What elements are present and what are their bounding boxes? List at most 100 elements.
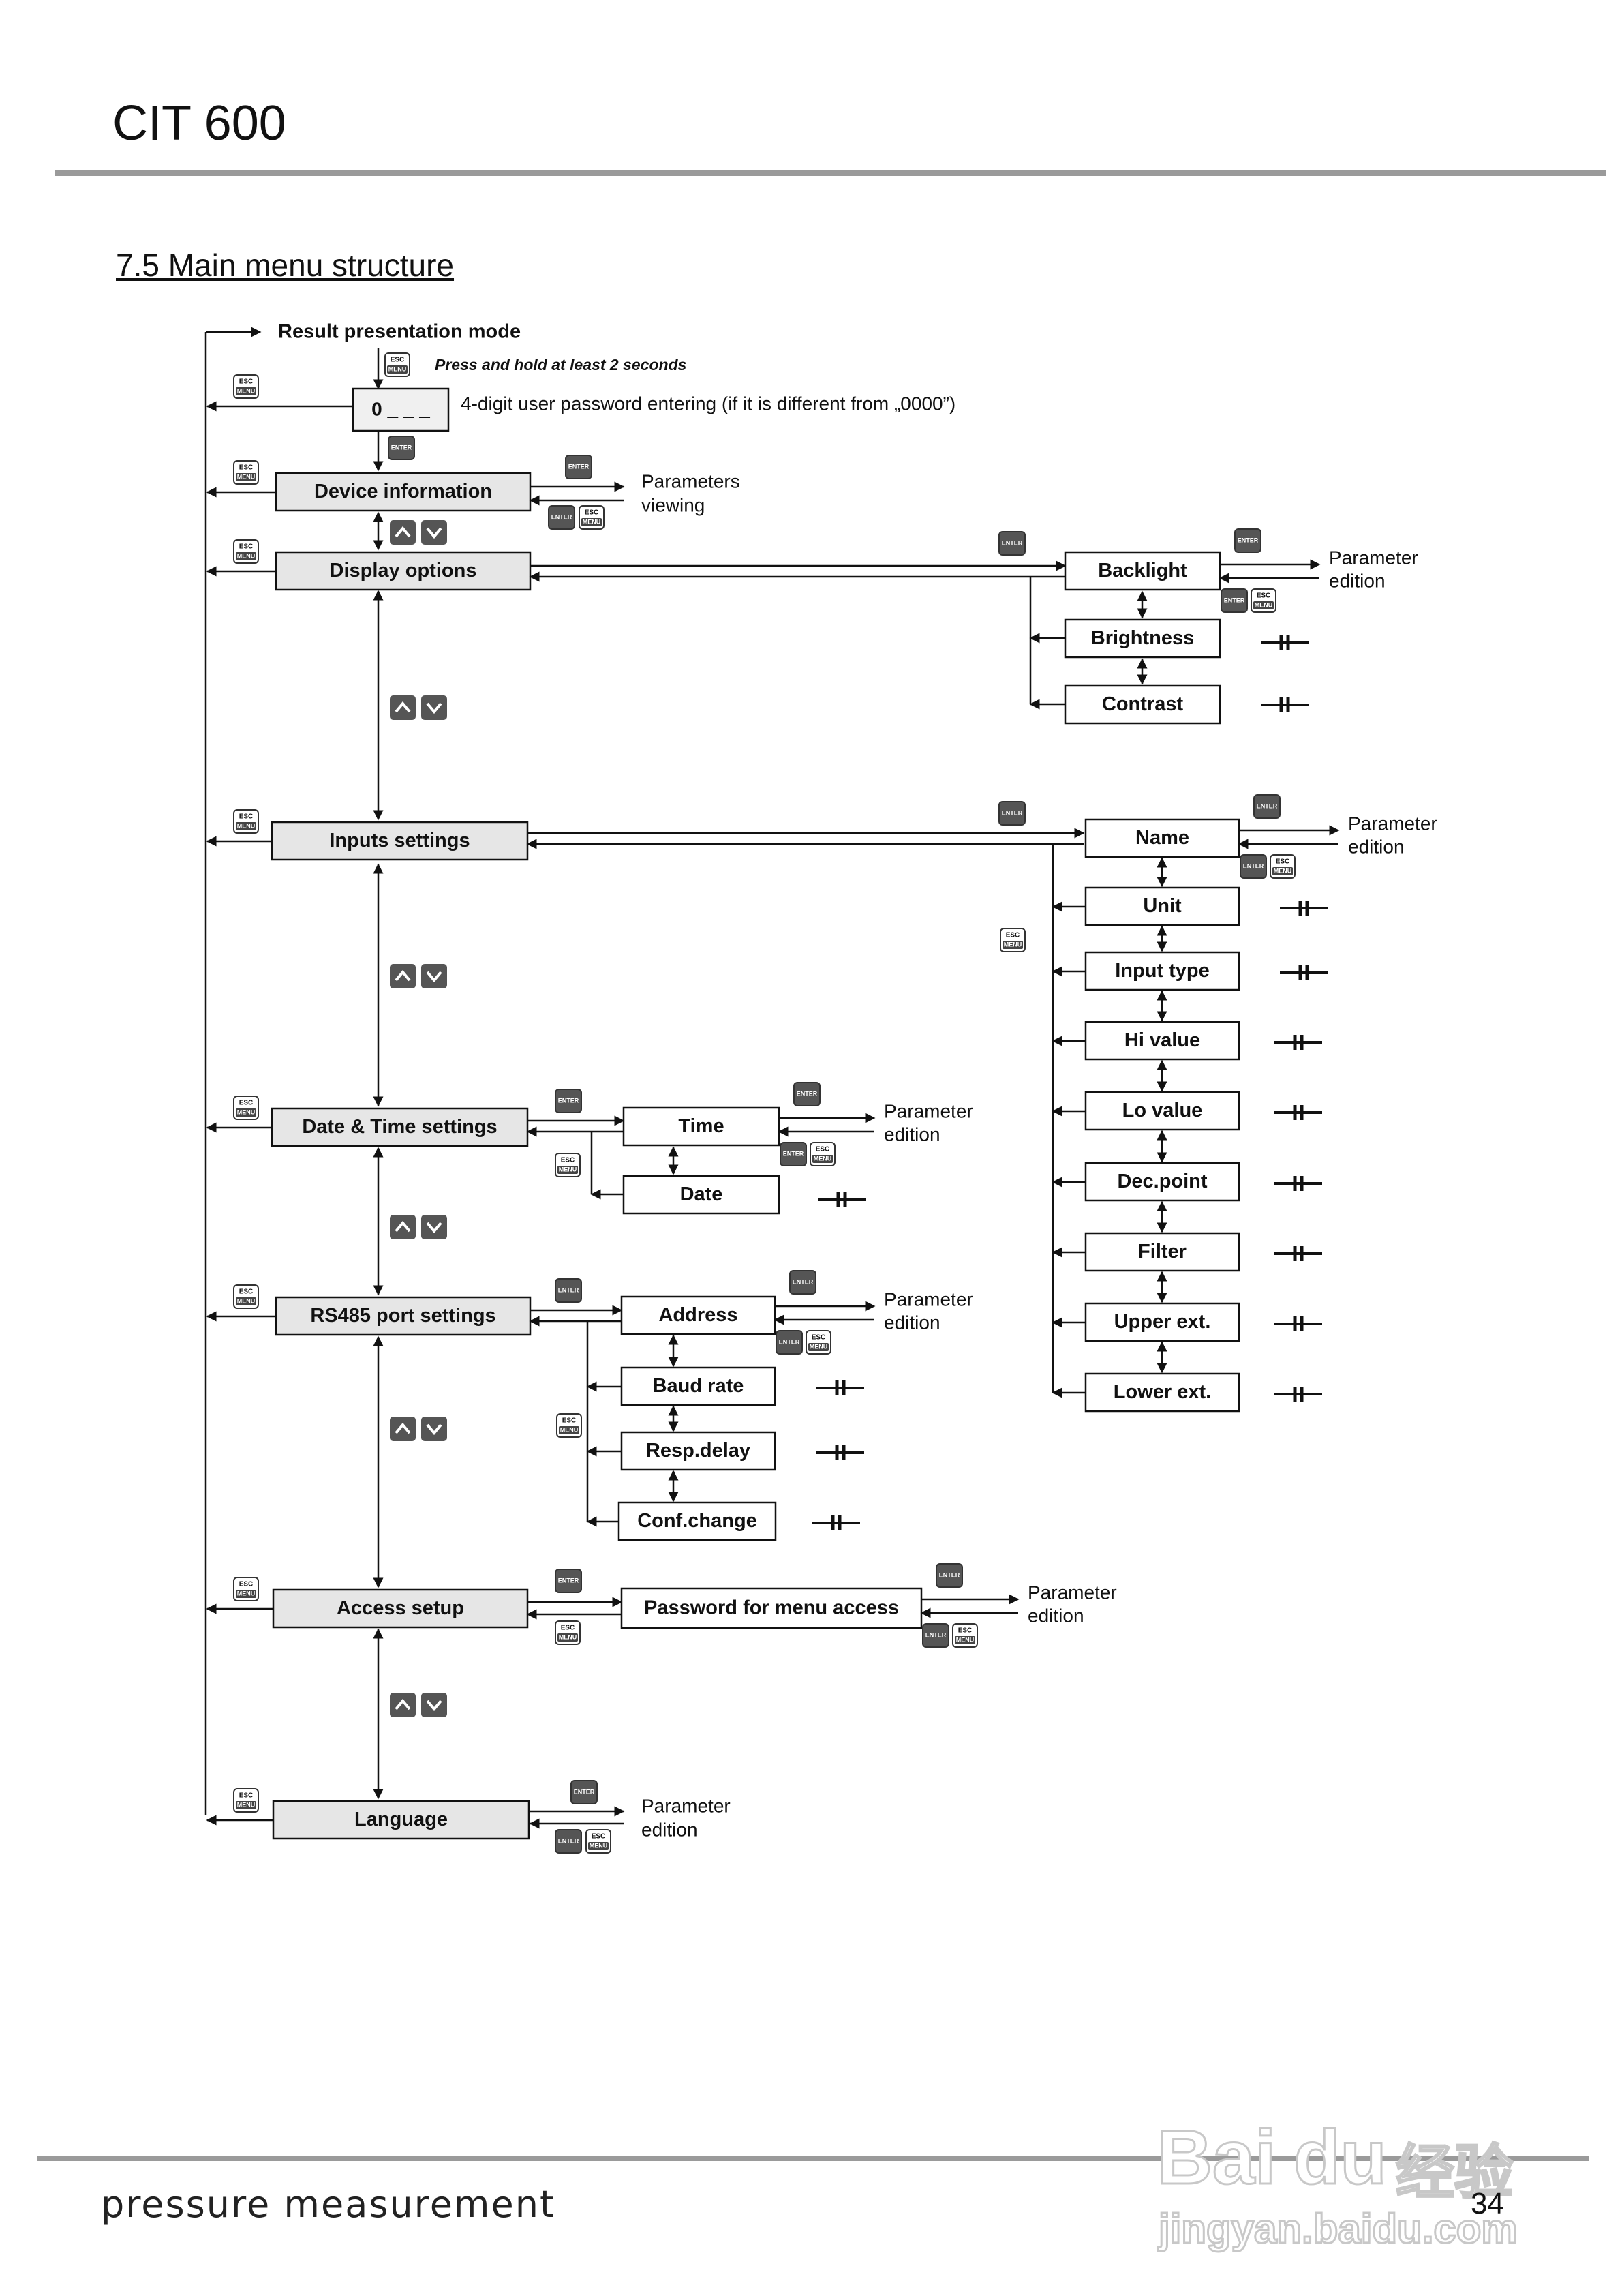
esc-key-fill bbox=[236, 1590, 256, 1598]
input-setting-box: Filter bbox=[1084, 1232, 1240, 1272]
input-setting-box-label: Input type bbox=[1115, 960, 1210, 982]
input-setting-box-frame bbox=[1084, 1091, 1240, 1131]
enter-key-label: ENTER bbox=[1238, 537, 1259, 543]
esc-key-fill bbox=[1253, 601, 1274, 609]
enter-key-label: ENTER bbox=[779, 1338, 800, 1345]
menu-key-label: MENU bbox=[814, 1155, 832, 1162]
enter-key-icon: ENTER bbox=[1234, 528, 1261, 553]
date-time-item-box: Date bbox=[622, 1175, 780, 1215]
up-down-keys bbox=[390, 1215, 447, 1239]
enter-key-frame bbox=[555, 1569, 582, 1593]
enter-key-frame bbox=[565, 455, 592, 479]
menu-item-box: Device information bbox=[275, 472, 532, 512]
enter-key-icon: ENTER bbox=[548, 505, 575, 530]
enter-key-label: ENTER bbox=[551, 513, 572, 520]
parameters-viewing-text: viewing bbox=[641, 494, 705, 515]
menu-key-label: MENU bbox=[237, 822, 256, 829]
enter-key-icon: ENTER bbox=[388, 436, 415, 460]
menu-key-label: MENU bbox=[237, 1590, 256, 1597]
esc-key-fill bbox=[812, 1155, 833, 1163]
rs485-item-box-label: Conf.change bbox=[637, 1510, 757, 1532]
enter-key-icon: ENTER bbox=[555, 1278, 582, 1303]
enter-key-icon: ENTER bbox=[555, 1829, 582, 1854]
enter-key-icon: ENTER bbox=[555, 1089, 582, 1113]
enter-key-frame bbox=[998, 801, 1026, 826]
input-setting-box-label: Lo value bbox=[1122, 1100, 1203, 1121]
esc-key-label: ESC bbox=[958, 1627, 973, 1635]
down-key-icon bbox=[421, 964, 447, 988]
rs485-item-box: Conf.change bbox=[617, 1501, 777, 1541]
enter-key-icon: ENTER bbox=[789, 1270, 816, 1295]
enter-key-label: ENTER bbox=[925, 1631, 947, 1638]
parameter-edition-text: Parameter bbox=[641, 1795, 731, 1816]
esc-key-label: ESC bbox=[1276, 858, 1290, 866]
enter-key-frame bbox=[1240, 854, 1267, 879]
display-option-box: Backlight bbox=[1064, 551, 1221, 591]
enter-key-label: ENTER bbox=[1002, 809, 1023, 816]
rs485-item-box-label: Address bbox=[658, 1304, 737, 1326]
up-chevron-icon bbox=[395, 1698, 411, 1710]
enter-key-icon: ENTER bbox=[1253, 794, 1281, 819]
enter-key-label: ENTER bbox=[558, 1097, 579, 1104]
parameter-edition-marker bbox=[1280, 901, 1328, 916]
enter-key-label: ENTER bbox=[558, 1837, 579, 1844]
rs485-item-box-frame bbox=[620, 1366, 776, 1406]
enter-key-label: ENTER bbox=[558, 1286, 579, 1293]
enter-key-icon: ENTER bbox=[998, 801, 1026, 826]
esc-key-label: ESC bbox=[562, 1417, 577, 1425]
esc-key-fill bbox=[955, 1636, 975, 1644]
rs485-item-box: Address bbox=[620, 1295, 776, 1335]
enter-key-label: ENTER bbox=[1002, 539, 1023, 546]
display-option-box-frame bbox=[1064, 684, 1221, 725]
menu-key-label: MENU bbox=[1004, 941, 1022, 948]
menu-key-label: MENU bbox=[810, 1343, 828, 1350]
password-entry-box-label: 0 _ _ _ bbox=[371, 398, 430, 419]
input-setting-box: Input type bbox=[1084, 951, 1240, 991]
esc-key-label: ESC bbox=[239, 543, 254, 551]
menu-key-label: MENU bbox=[559, 1633, 577, 1640]
input-setting-box: Unit bbox=[1084, 886, 1240, 926]
section-title: 7.5 Main menu structure bbox=[116, 247, 455, 283]
input-setting-box-label: Name bbox=[1135, 827, 1189, 849]
enter-key-frame bbox=[789, 1270, 816, 1295]
esc-key-label: ESC bbox=[239, 1581, 254, 1588]
esc-key-label: ESC bbox=[391, 357, 405, 364]
parameter-edition-text: edition bbox=[1329, 570, 1386, 591]
password-entry-box: 0 _ _ _ bbox=[352, 387, 450, 432]
enter-key-label: ENTER bbox=[783, 1150, 804, 1157]
esc-key-fill bbox=[236, 473, 256, 481]
parameter-edition-marker bbox=[1274, 1176, 1322, 1191]
display-option-box-frame bbox=[1064, 618, 1221, 659]
menu-item-box-label: Device information bbox=[314, 481, 492, 502]
menu-key-label: MENU bbox=[237, 473, 256, 480]
input-setting-box: Name bbox=[1084, 818, 1240, 858]
up-key-icon bbox=[390, 1693, 416, 1717]
input-setting-box: Hi value bbox=[1084, 1021, 1240, 1061]
down-key-icon bbox=[421, 695, 447, 720]
display-option-box: Brightness bbox=[1064, 618, 1221, 659]
menu-key-label: MENU bbox=[956, 1636, 975, 1643]
enter-key-icon: ENTER bbox=[776, 1330, 803, 1355]
parameter-edition-marker bbox=[1280, 965, 1328, 980]
down-key-icon bbox=[421, 1215, 447, 1239]
menu-item-box: Inputs settings bbox=[271, 821, 529, 861]
parameter-edition-text: Parameter bbox=[1028, 1582, 1117, 1603]
enter-key-icon: ENTER bbox=[565, 455, 592, 479]
rs485-item-box-frame bbox=[617, 1501, 777, 1541]
enter-key-icon: ENTER bbox=[555, 1569, 582, 1593]
esc-key-fill bbox=[387, 365, 408, 374]
enter-key-icon: ENTER bbox=[780, 1142, 807, 1166]
input-setting-box-frame bbox=[1084, 1232, 1240, 1272]
document-title: CIT 600 bbox=[112, 96, 286, 151]
input-setting-box-frame bbox=[1084, 1372, 1240, 1413]
access-password-box: Password for menu access bbox=[620, 1587, 923, 1629]
esc-key-fill bbox=[808, 1343, 829, 1351]
